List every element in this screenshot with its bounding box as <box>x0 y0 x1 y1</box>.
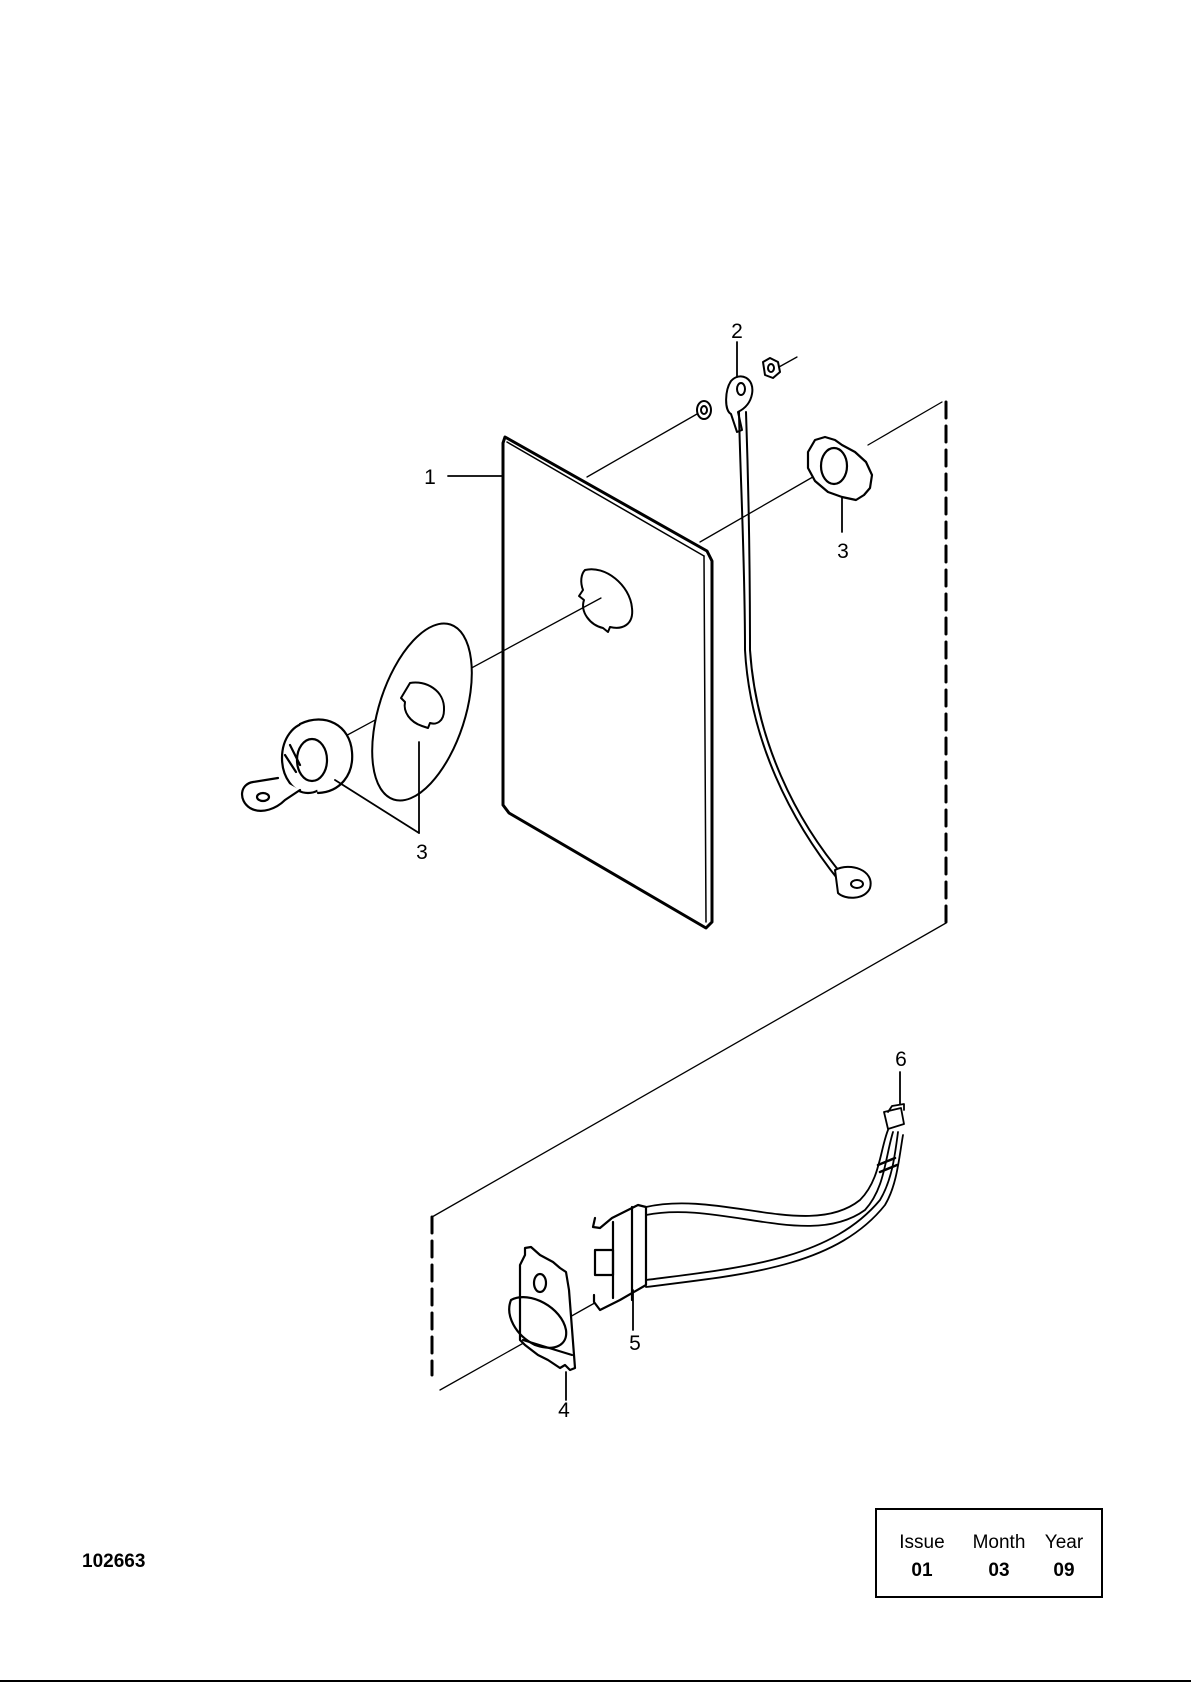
issue-header: Issue <box>897 1532 947 1554</box>
callout-label-2: 2 <box>731 320 743 343</box>
washer-disk <box>353 611 492 813</box>
callout-label-6: 6 <box>895 1048 907 1071</box>
figure-number: 102663 <box>82 1551 145 1573</box>
issue-value: 01 <box>897 1560 947 1582</box>
bottom-rule <box>0 1680 1191 1682</box>
year-value: 09 <box>1039 1560 1089 1582</box>
callout-label-3-locknut: 3 <box>837 540 849 563</box>
callout-label-1: 1 <box>424 466 436 489</box>
panel-plate <box>503 437 712 928</box>
key-switch <box>242 720 352 811</box>
callout-label-3-switch: 3 <box>416 841 428 864</box>
callout-label-4: 4 <box>558 1399 570 1422</box>
callout-label-5: 5 <box>629 1332 641 1355</box>
contact-block <box>593 1205 646 1310</box>
frame-connector-line <box>432 923 946 1217</box>
wire-harness <box>646 1104 904 1287</box>
month-value: 03 <box>969 1560 1029 1582</box>
mounting-adaptor <box>509 1247 575 1370</box>
month-header: Month <box>969 1532 1029 1554</box>
year-header: Year <box>1039 1532 1089 1554</box>
locknut <box>808 437 872 500</box>
issue-date-box: Issue Month Year 01 03 09 <box>875 1508 1103 1598</box>
